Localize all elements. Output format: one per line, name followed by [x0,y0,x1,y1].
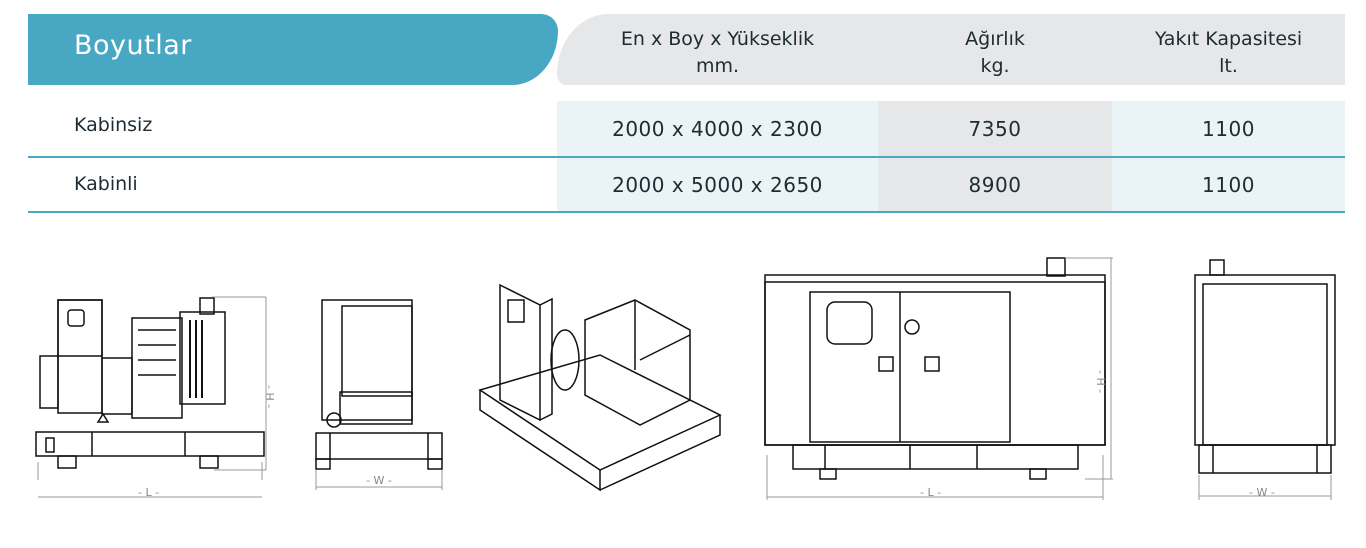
column-header-weight: Ağırlık kg. [878,26,1112,80]
length-label: - L - [920,486,941,499]
cell-fuel: 1100 [1112,101,1345,157]
row-divider [28,156,1345,158]
height-label: - H - [263,385,276,408]
row-label-kabinsiz: Kabinsiz [74,114,153,136]
table-header [557,14,1345,85]
cell-dimensions: 2000 x 4000 x 2300 [557,101,878,157]
column-header-dimensions: En x Boy x Yükseklik mm. [557,26,878,80]
open-genset-front-drawing: - W - [315,299,443,490]
open-genset-side-drawing: - L - - H - [35,296,276,499]
header-unit: kg. [980,55,1010,77]
section-title: Boyutlar [74,30,192,61]
canopy-genset-side-drawing: - L - - H - [764,257,1113,500]
header-unit: mm. [695,55,740,77]
length-label: - L - [138,486,159,499]
width-label: - W - [1249,486,1275,499]
height-label: - H - [1094,370,1107,393]
header-unit: lt. [1219,55,1238,77]
header-label: Ağırlık [965,28,1025,50]
header-label: En x Boy x Yükseklik [620,28,815,50]
cell-fuel: 1100 [1112,158,1345,211]
open-genset-isometric-drawing [478,283,722,492]
cell-weight: 8900 [878,158,1112,211]
width-label: - W - [366,474,392,487]
cell-weight: 7350 [878,101,1112,157]
row-label-kabinli: Kabinli [74,173,138,195]
canopy-genset-front-drawing: - W - [1194,259,1336,500]
section-title-tab: Boyutlar [28,14,558,85]
column-header-fuel: Yakıt Kapasitesi lt. [1112,26,1345,80]
header-label: Yakıt Kapasitesi [1154,28,1303,50]
cell-dimensions: 2000 x 5000 x 2650 [557,158,878,211]
row-divider [28,211,1345,213]
